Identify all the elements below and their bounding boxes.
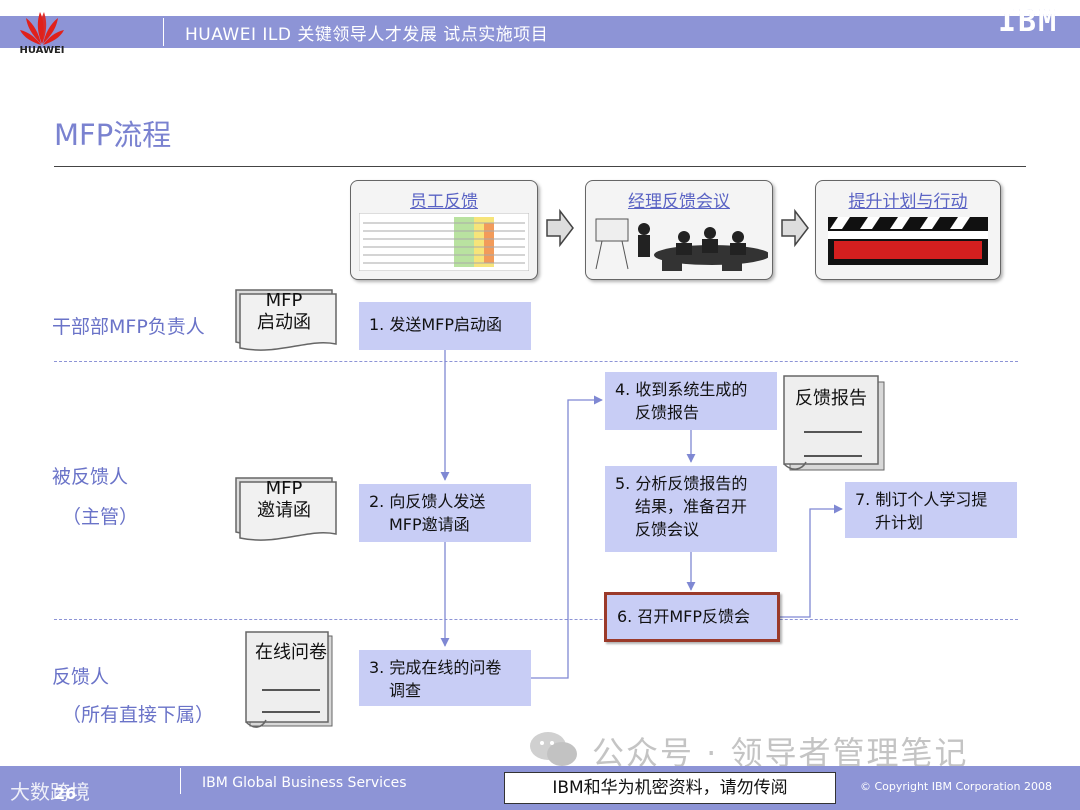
lane-sublabel-feedback-giver: （所有直接下属） (62, 704, 215, 726)
card-employee-feedback: 员工反馈 (350, 180, 538, 280)
step-7-line2: 升计划 (875, 513, 924, 533)
lane-divider (54, 619, 1018, 620)
step-3-line1: 3. 完成在线的问卷 (369, 658, 502, 677)
header-divider (163, 18, 164, 46)
doc-launch-letter-line1: MFP (265, 290, 303, 311)
wechat-icon (530, 732, 577, 766)
watermark-brand: 大数跨境 (10, 780, 90, 804)
lane-divider (54, 361, 1018, 362)
step-2-line1: 2. 向反馈人发送 (369, 492, 486, 511)
step-4-receive-report: 4. 收到系统生成的 反馈报告 (605, 372, 777, 430)
footer-business-unit: IBM Global Business Services (202, 775, 407, 791)
doc-launch-letter: MFP 启动函 (238, 290, 330, 333)
doc-launch-letter-line2: 启动函 (257, 311, 311, 333)
step-5-analyze-report: 5. 分析反馈报告的 结果，准备召开 反馈会议 (605, 466, 777, 552)
step-2-line2: MFP邀请函 (389, 515, 470, 535)
huawei-logo-text: HUAWEI (19, 45, 65, 56)
card-title-employee-feedback: 员工反馈 (410, 192, 478, 212)
title-divider (54, 166, 1026, 167)
connector-3-to-4 (531, 395, 603, 679)
meeting-people-icon (595, 218, 768, 271)
card-improvement-plan: 提升计划与行动 LIGHTS CAMERA ACTION (815, 180, 1001, 280)
page-title: MFP流程 (54, 118, 172, 152)
step-7-line1: 7. 制订个人学习提 (855, 490, 988, 509)
clapperboard-text: LIGHTS CAMERA ACTION (829, 231, 987, 242)
step-3-complete-survey: 3. 完成在线的问卷 调查 (359, 650, 531, 706)
page-number: 26 (54, 784, 77, 803)
connector-6-to-7 (780, 504, 843, 618)
step-7-learning-plan: 7. 制订个人学习提 升计划 (845, 482, 1017, 538)
doc-online-survey: 在线问卷 (255, 642, 327, 663)
step-1-send-launch-letter: 1. 发送MFP启动函 (359, 302, 531, 350)
lane-sublabel-feedback-receiver: （主管） (62, 506, 139, 528)
scroll-document-shape (245, 631, 333, 728)
step-6-hold-meeting: 6. 召开MFP反馈会 (604, 592, 780, 642)
doc-invitation: MFP 邀请函 (238, 478, 330, 521)
step-6-text: 6. 召开MFP反馈会 (617, 607, 751, 626)
copyright-text: © Copyright IBM Corporation 2008 (860, 780, 1052, 793)
clapperboard-icon (828, 217, 988, 265)
lane-label-feedback-receiver: 被反馈人 (52, 466, 129, 488)
header-title: HUAWEI ILD 关键领导人才发展 试点实施项目 (185, 25, 549, 45)
card-title-manager-meeting: 经理反馈会议 (628, 192, 730, 212)
lane-label-feedback-giver: 反馈人 (52, 666, 110, 688)
doc-feedback-report: 反馈报告 (795, 388, 867, 409)
step-5-line3: 反馈会议 (635, 520, 700, 540)
step-5-line2: 结果，准备召开 (635, 497, 748, 517)
arrow-right-icon (781, 208, 809, 248)
card-manager-meeting: 经理反馈会议 (585, 180, 773, 280)
card-title-improvement-plan: 提升计划与行动 (848, 192, 968, 212)
step-2-send-invitation: 2. 向反馈人发送 MFP邀请函 (359, 484, 531, 542)
scroll-document-shape (783, 375, 885, 471)
step-1-text: 1. 发送MFP启动函 (369, 315, 503, 334)
doc-invitation-line2: 邀请函 (257, 499, 311, 521)
huawei-logo-icon (20, 12, 64, 45)
lane-label-hr-owner: 干部部MFP负责人 (52, 316, 205, 338)
footer-divider (180, 768, 181, 794)
watermark-text: 公众号 · 领导者管理笔记 (592, 734, 969, 772)
step-3-line2: 调查 (389, 681, 422, 701)
arrow-right-icon (546, 208, 574, 248)
confidential-notice: IBM和华为机密资料，请勿传阅 (504, 772, 836, 804)
doc-invitation-line1: MFP (265, 478, 303, 499)
feedback-table-icon (359, 213, 529, 271)
ibm-logo: IBM (998, 4, 1059, 39)
step-4-line1: 4. 收到系统生成的 (615, 380, 748, 399)
document-shape (235, 477, 337, 541)
document-shape (235, 289, 337, 351)
step-4-line2: 反馈报告 (635, 403, 700, 423)
step-5-line1: 5. 分析反馈报告的 (615, 474, 748, 493)
header-bar (0, 16, 1080, 48)
